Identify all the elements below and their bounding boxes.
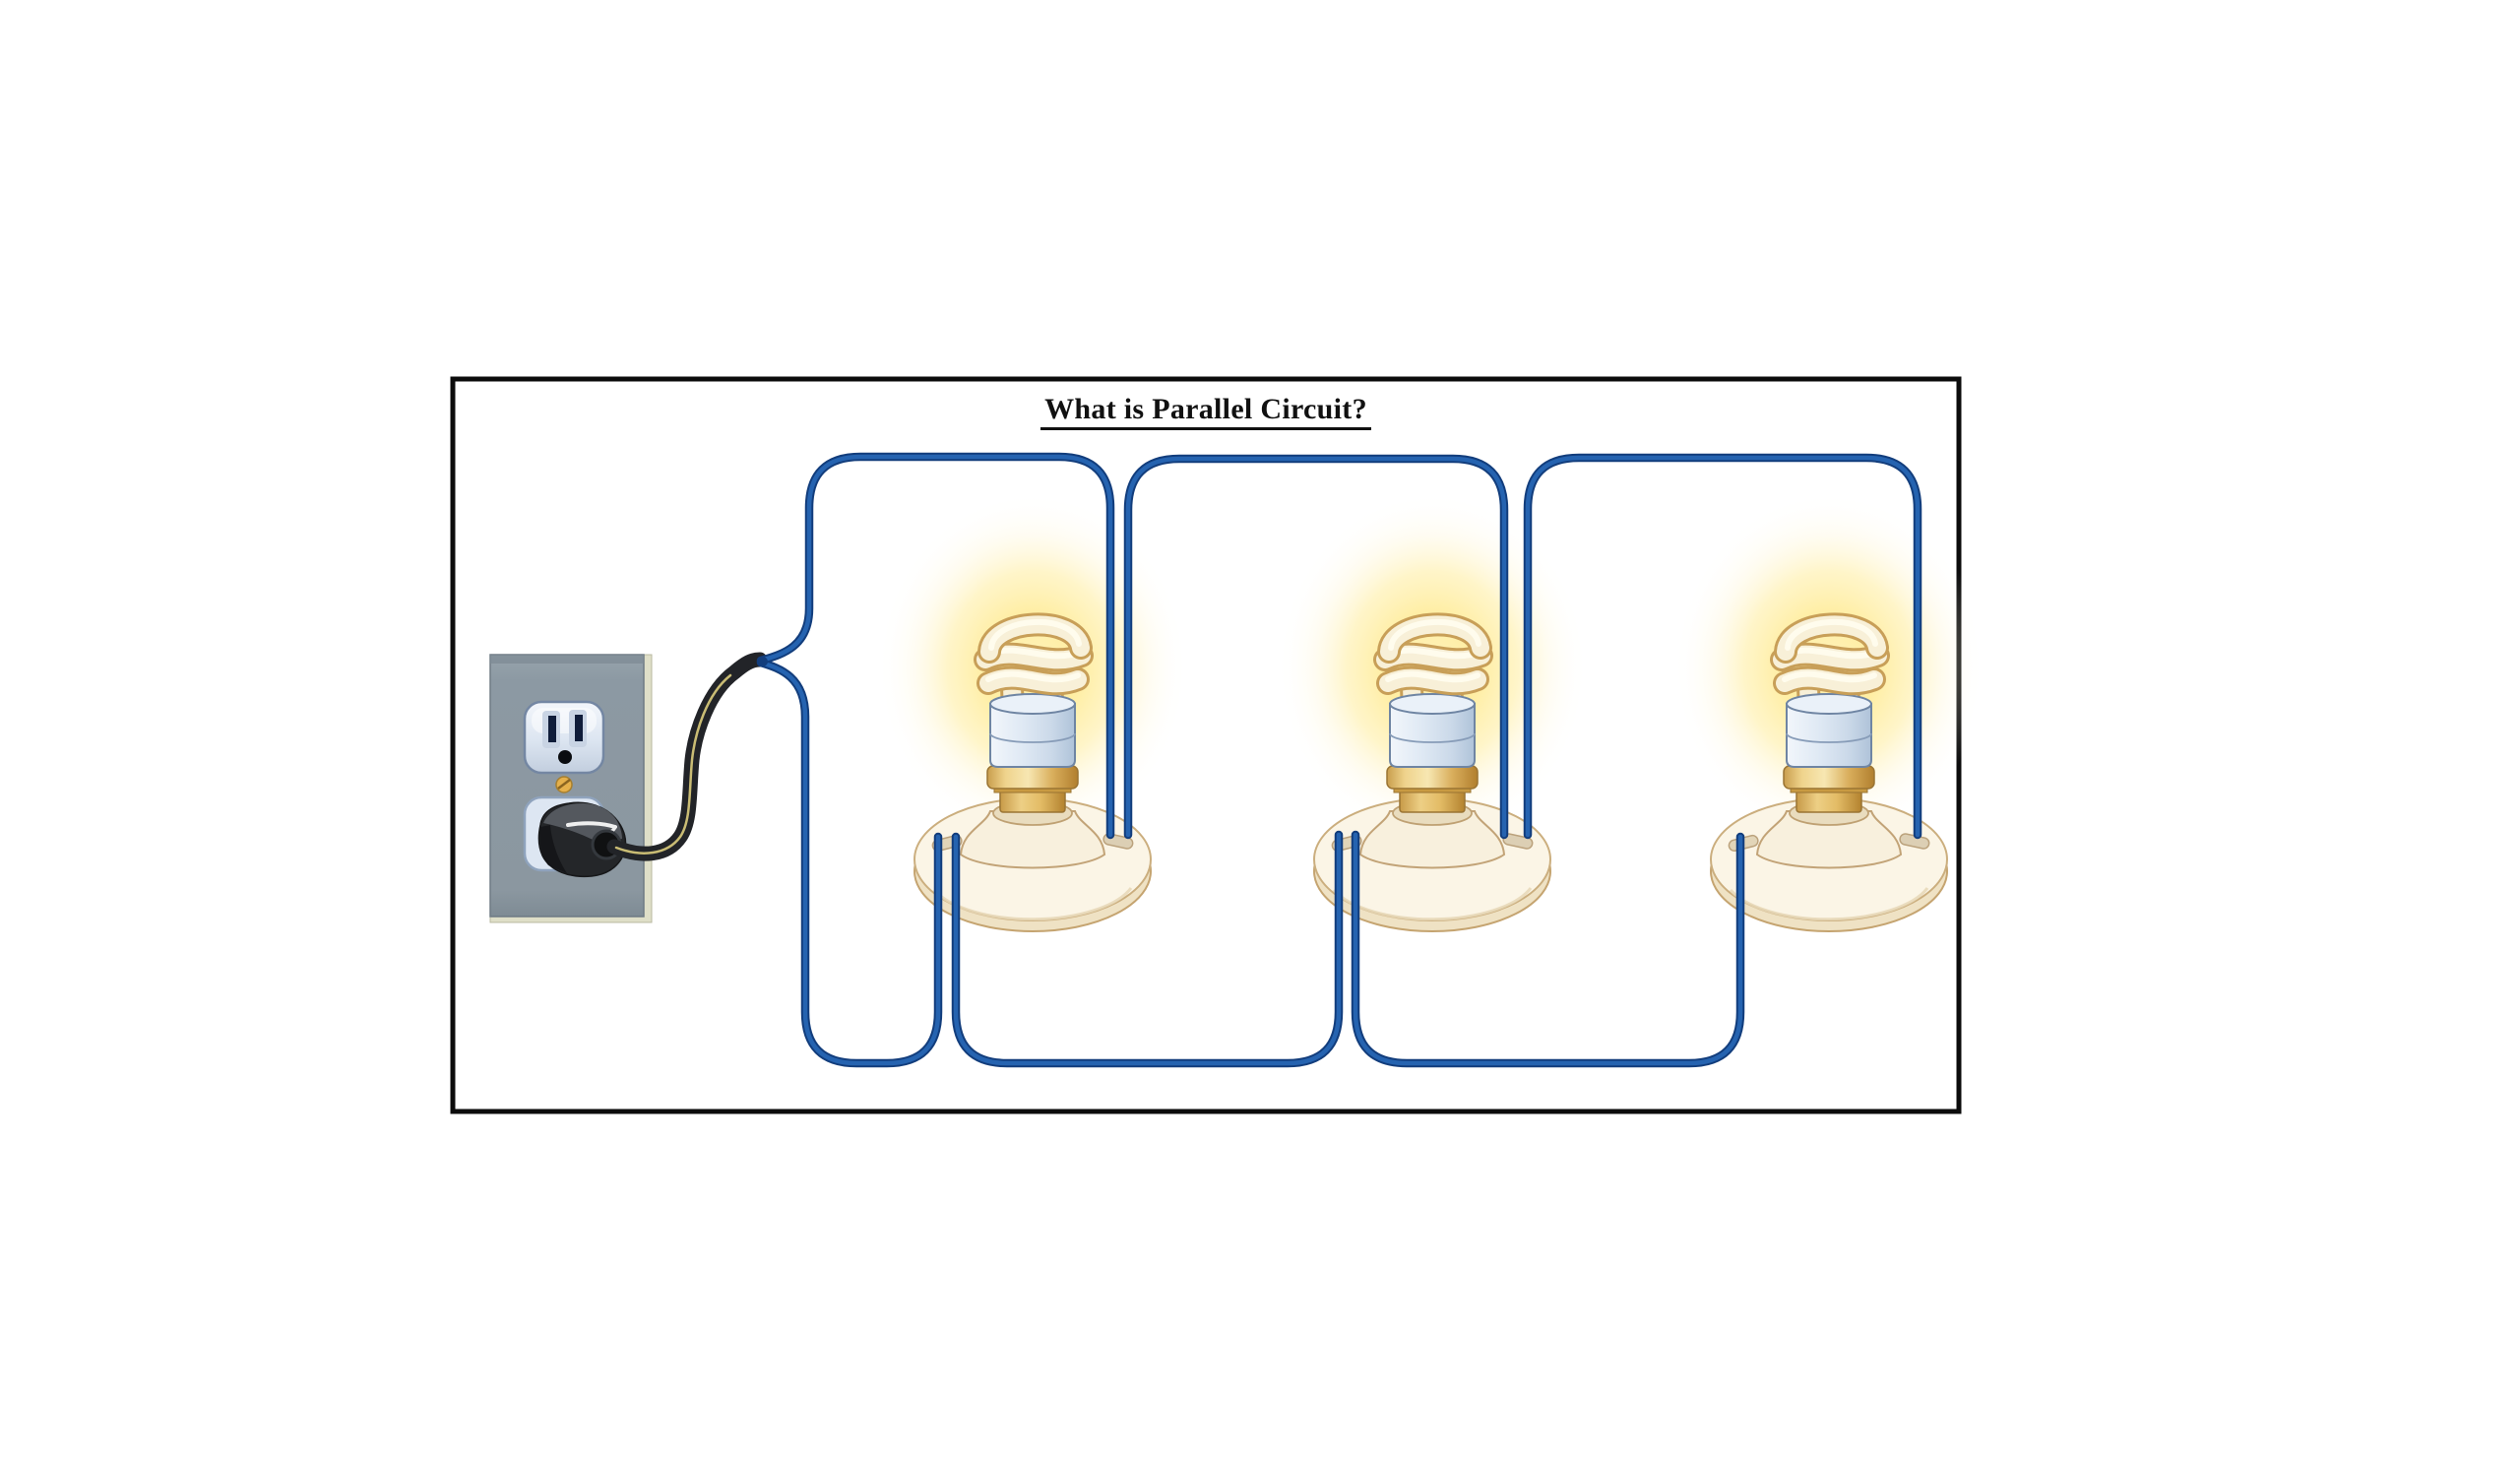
outlet-ground-hole [558,750,572,764]
bulb-1 [877,492,1188,931]
plug-side-shade [539,825,567,873]
outlet-top-receptacle [523,700,605,775]
wire-top-branch-1 [756,452,1115,840]
power-cable [606,652,768,861]
bulb-2 [1277,492,1588,931]
plug-highlight-swoosh [566,821,617,829]
outlet-slot-right [575,715,583,741]
wire-top-branch-2 [1123,454,1509,840]
wire-bottom-branch-3 [1351,830,1745,1068]
power-plug [537,801,627,878]
wire-bottom-branch-2 [951,830,1344,1068]
outlet-plate-bevel [490,655,644,664]
wire-top-branch-3 [1523,453,1922,840]
cable-stripe [614,673,732,855]
bulb-3 [1673,492,1984,931]
circuit-wires [756,452,1922,1068]
outlet-screw [555,776,573,793]
wire-bottom-branch-1 [756,658,943,1068]
wall-outlet [489,654,653,923]
outlet-slot-left [548,716,556,742]
wire-junction [758,657,768,666]
